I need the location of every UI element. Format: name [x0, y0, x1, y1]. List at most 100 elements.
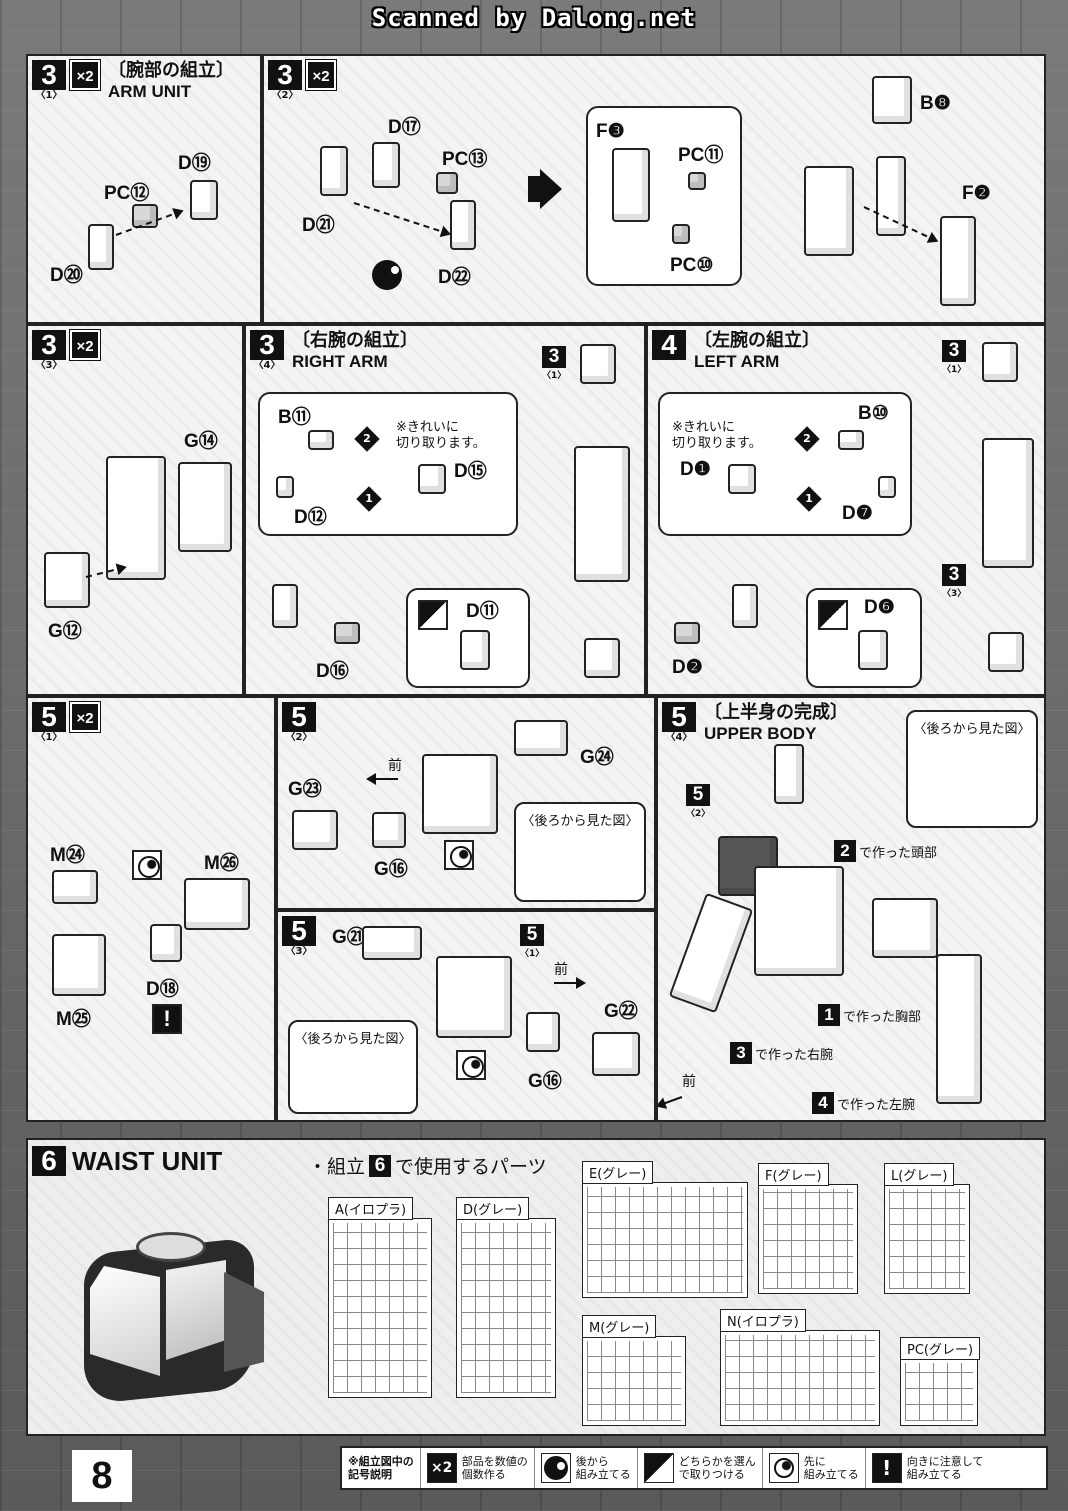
order-1-icon: 1 [796, 486, 822, 512]
multiplier-badge: ×2 [69, 701, 101, 733]
part-label: F❷ [962, 183, 991, 204]
assemble-first-icon [132, 850, 162, 880]
runner-a: A(イロプラ) [328, 1197, 432, 1398]
caution-icon: ! [871, 1453, 902, 1483]
part-label: G⑯ [528, 1071, 562, 1092]
part-head [774, 744, 804, 804]
front-label: 前 [682, 1074, 696, 1090]
step-number: 5 [282, 702, 316, 732]
part-label: D❷ [672, 657, 703, 678]
part-m26 [184, 878, 250, 930]
scan-watermark: Scanned by Dalong.net [371, 4, 697, 32]
part-pc10 [672, 224, 690, 244]
part-label: M㉕ [56, 1009, 91, 1030]
panel-step-5-1: 5 〈1〉 ×2 M㉔ M㉖ M㉕ D⑱ ! [26, 696, 276, 1122]
part-g12 [44, 552, 90, 608]
part-d22 [450, 200, 476, 250]
part-arm-body [106, 456, 166, 580]
step-title-jp: 〔左腕の組立〕 [694, 330, 820, 351]
legend-item: 後から 組み立てる [535, 1448, 638, 1488]
part-arm-frame [804, 166, 854, 256]
back-view-bubble: 〈後ろから見た図〉 [906, 710, 1038, 828]
part-d2 [674, 622, 700, 644]
order-2-icon: 2 [354, 426, 380, 452]
part-chest-section [872, 898, 938, 958]
part-upper-arm-ref [982, 342, 1018, 382]
part-f3 [612, 148, 650, 222]
detail-bubble [258, 392, 518, 536]
panel-step-5-4: 5 〈4〉 〔上半身の完成〕 UPPER BODY 〈後ろから見た図〉 5〈2〉… [656, 696, 1046, 1122]
part-m24 [52, 870, 98, 904]
x2-icon: ×2 [426, 1453, 457, 1483]
runner-n: N(イロプラ) [720, 1309, 880, 1426]
panel-step-3-3: 3 〈3〉 ×2 G⑭ G⑫ [26, 324, 244, 696]
step-number: 5 [662, 702, 696, 732]
part-d21 [320, 146, 348, 196]
part-chest-core [422, 754, 498, 834]
runner-e: E(グレー) [582, 1161, 748, 1298]
part-pc12 [132, 204, 158, 228]
parts-heading: ・組立 6 で使用するパーツ [308, 1154, 547, 1178]
part-hand-assembled [732, 584, 758, 628]
part-m25 [52, 934, 106, 996]
part-g22 [592, 1032, 640, 1076]
part-label: PC⑬ [442, 149, 488, 170]
ref-step: 5〈1〉 [520, 924, 545, 959]
part-label: B⑩ [858, 403, 889, 424]
proceed-arrow-head [540, 169, 562, 209]
part-d16 [334, 622, 360, 644]
runner-l: L(グレー) [884, 1163, 970, 1294]
part-b11 [308, 430, 334, 450]
panel-step-5-3: 5 〈3〉 G㉑ 5〈1〉 前 G㉒ G⑯ 〈後ろから見た図〉 [276, 910, 656, 1122]
proceed-arrow [528, 176, 540, 202]
part-label: PC⑫ [104, 183, 150, 204]
part-label: D⑯ [316, 661, 349, 682]
multiplier-badge: ×2 [69, 329, 101, 361]
part-g21 [362, 926, 422, 960]
part-label: G㉑ [332, 927, 366, 948]
part-forearm [982, 438, 1034, 568]
part-upper-arm-ref [580, 344, 616, 384]
part-pc13 [436, 172, 458, 194]
part-label: G⑯ [374, 859, 408, 880]
part-label: M㉖ [204, 853, 239, 874]
back-assembly-icon [372, 260, 402, 290]
choose-one-icon [418, 600, 448, 630]
step-title-en: RIGHT ARM [292, 352, 388, 371]
part-hand-assembled [272, 584, 298, 628]
runner-pc: PC(グレー) [900, 1337, 981, 1426]
part-label: D⑮ [454, 461, 487, 482]
part-label: PC⑪ [678, 145, 724, 166]
part-label: D⑳ [50, 265, 83, 286]
part-right-arm [668, 892, 754, 1014]
part-label: D⑫ [294, 507, 327, 528]
ref-step: 3〈1〉 [542, 346, 567, 381]
cut-note: ※きれいに 切り取ります。 [396, 420, 486, 451]
front-label: 前 [554, 962, 568, 978]
part-label: D⑲ [178, 153, 211, 174]
part-label: G㉒ [604, 1001, 638, 1022]
part-label: D⑱ [146, 979, 179, 1000]
part-d20 [88, 224, 114, 270]
step-title-jp: 〔上半身の完成〕 [704, 702, 848, 723]
legend-item: どちらかを選ん で取りつける [638, 1448, 763, 1488]
step-title-en: WAIST UNIT [72, 1146, 223, 1176]
front-arrow [658, 1096, 683, 1107]
legend-title: ※組立図中の 記号説明 [342, 1448, 421, 1488]
part-forearm [574, 446, 630, 582]
front-arrow [368, 778, 398, 780]
part-f2 [940, 216, 976, 306]
part-left-arm [936, 954, 982, 1104]
part-label: D⑪ [466, 601, 499, 622]
ref-step: 5〈2〉 [686, 784, 711, 819]
part-d12 [276, 476, 294, 498]
step-number: 3 [32, 60, 66, 90]
part-d1-hand [728, 464, 756, 494]
part-b8 [872, 76, 912, 124]
step-number: 6 [32, 1146, 66, 1176]
part-label: G㉔ [580, 747, 614, 768]
page-number: 8 [72, 1450, 132, 1502]
step-title-jp: 〔腕部の組立〕 [108, 60, 234, 81]
part-g23 [292, 810, 338, 850]
